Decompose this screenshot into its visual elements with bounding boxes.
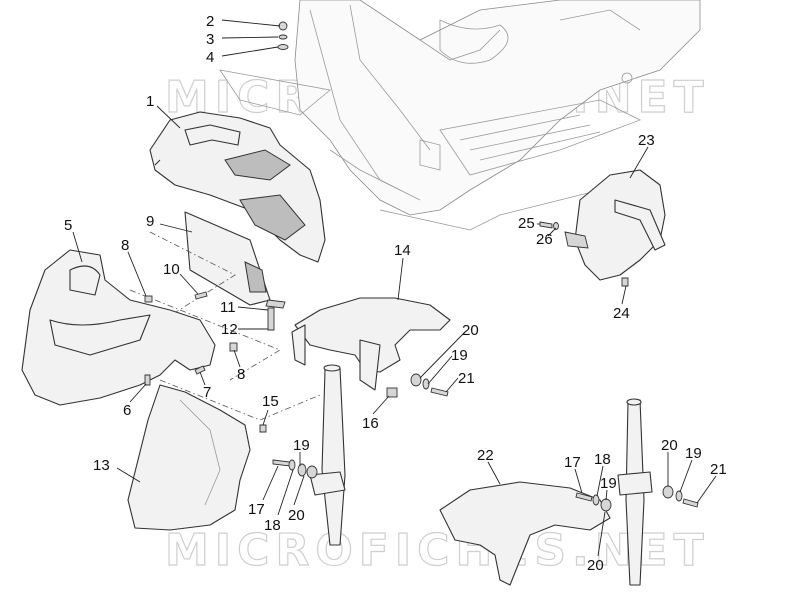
callout-18: 18 <box>594 451 611 468</box>
part-front-mudguard-bottom <box>439 481 611 586</box>
part-front-mudguard-right <box>291 297 451 391</box>
callout-20: 20 <box>462 322 479 339</box>
part-leg-shield-inner <box>149 111 326 263</box>
callout-26: 26 <box>536 231 553 248</box>
callout-17b: 17 <box>248 501 265 518</box>
callout-2: 2 <box>206 13 214 30</box>
callout-21: 21 <box>458 370 475 387</box>
callouts: 2 3 4 1 23 9 5 8 10 25 26 14 11 24 12 20… <box>64 13 727 574</box>
callout-5: 5 <box>64 217 72 234</box>
callout-1: 1 <box>146 93 154 110</box>
callout-20b: 20 <box>661 437 678 454</box>
leader-lines <box>72 19 717 557</box>
part-panel <box>184 211 286 309</box>
callout-24: 24 <box>613 305 630 322</box>
watermark-bottom: MICROFICHES.NET <box>165 525 710 576</box>
callout-10: 10 <box>163 261 180 278</box>
fork-tubes <box>309 364 653 586</box>
callout-6: 6 <box>123 402 131 419</box>
callout-3: 3 <box>206 31 214 48</box>
callout-19: 19 <box>451 347 468 364</box>
callout-20c: 21 <box>710 461 727 478</box>
callout-17: 17 <box>564 454 581 471</box>
callout-22: 22 <box>477 447 494 464</box>
callout-4: 4 <box>206 49 214 66</box>
callout-19c: 19 <box>685 445 702 462</box>
assembly-line-3 <box>159 379 321 421</box>
callout-13: 13 <box>93 457 110 474</box>
callout-18b: 18 <box>264 517 281 534</box>
part-front-mudguard-left <box>127 384 251 531</box>
part-front-shield <box>21 249 216 406</box>
callout-16: 16 <box>362 415 379 432</box>
callout-8b: 8 <box>237 366 245 383</box>
callout-15: 15 <box>262 393 279 410</box>
assembly-line-1 <box>149 231 236 323</box>
callout-8: 8 <box>121 237 129 254</box>
callout-20e: 20 <box>587 557 604 574</box>
callout-14: 14 <box>394 242 411 259</box>
callout-25: 25 <box>518 215 535 232</box>
callout-11: 11 <box>220 299 236 316</box>
part-rear-hugger <box>564 169 666 281</box>
scooter-frame <box>219 0 701 231</box>
callout-20d: 20 <box>288 507 305 524</box>
callout-9: 9 <box>146 213 154 230</box>
hardware <box>144 21 699 512</box>
callout-23: 23 <box>638 132 655 149</box>
callout-12: 12 <box>221 321 238 338</box>
callout-19d: 19 <box>600 475 617 492</box>
callout-7: 7 <box>203 384 211 401</box>
callout-19b: 19 <box>293 437 310 454</box>
